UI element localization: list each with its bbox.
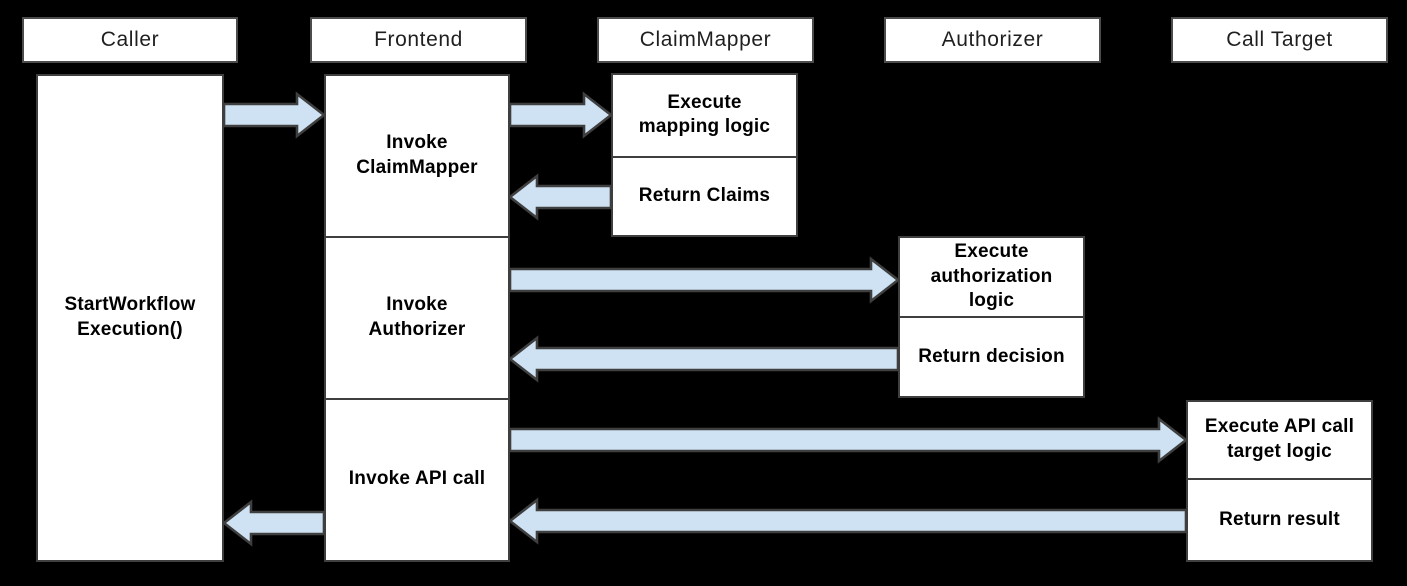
header-authorizer-label: Authorizer [941, 28, 1044, 51]
node-calltarget-activation: Execute API call target logic Return res… [1186, 400, 1373, 562]
header-calltarget: Call Target [1171, 17, 1388, 63]
header-calltarget-label: Call Target [1226, 28, 1333, 51]
header-frontend-label: Frontend [374, 28, 463, 51]
arrow-frontend-to-claimmapper [508, 91, 614, 139]
cell-return-claims: Return Claims [613, 155, 796, 235]
arrow-frontend-to-calltarget [508, 416, 1189, 464]
arrow-caller-to-frontend [222, 91, 327, 139]
header-caller-label: Caller [100, 28, 160, 51]
header-claimmapper-label: ClaimMapper [639, 28, 772, 51]
cell-startworkflowexecution: StartWorkflow Execution() [64, 294, 196, 340]
arrow-frontend-to-authorizer [508, 256, 901, 304]
cell-invoke-authorizer: Invoke Authorizer [326, 236, 508, 397]
node-claimmapper-activation: Execute mapping logic Return Claims [611, 73, 798, 237]
header-authorizer: Authorizer [884, 17, 1101, 63]
node-frontend-activation: Invoke ClaimMapper Invoke Authorizer Inv… [324, 74, 510, 562]
node-authorizer-activation: Execute authorization logic Return decis… [898, 236, 1085, 398]
cell-execute-api-call-target-logic: Execute API call target logic [1204, 416, 1355, 463]
arrow-frontend-to-caller [221, 499, 326, 547]
header-caller: Caller [22, 17, 238, 63]
node-caller-activation: StartWorkflow Execution() [36, 74, 224, 562]
cell-execute-authorization-logic: Execute authorization logic [930, 240, 1053, 312]
arrow-calltarget-to-frontend [507, 497, 1188, 545]
cell-return-decision: Return decision [900, 316, 1083, 396]
cell-execute-mapping-logic: Execute mapping logic [638, 91, 771, 138]
header-claimmapper: ClaimMapper [597, 17, 814, 63]
cell-invoke-api-call: Invoke API call [326, 397, 508, 560]
header-frontend: Frontend [310, 17, 527, 63]
arrow-authorizer-to-frontend [507, 335, 900, 383]
arrow-claimmapper-to-frontend [507, 173, 613, 221]
cell-invoke-claimmapper: Invoke ClaimMapper [356, 132, 478, 179]
cell-return-result: Return result [1188, 478, 1371, 560]
